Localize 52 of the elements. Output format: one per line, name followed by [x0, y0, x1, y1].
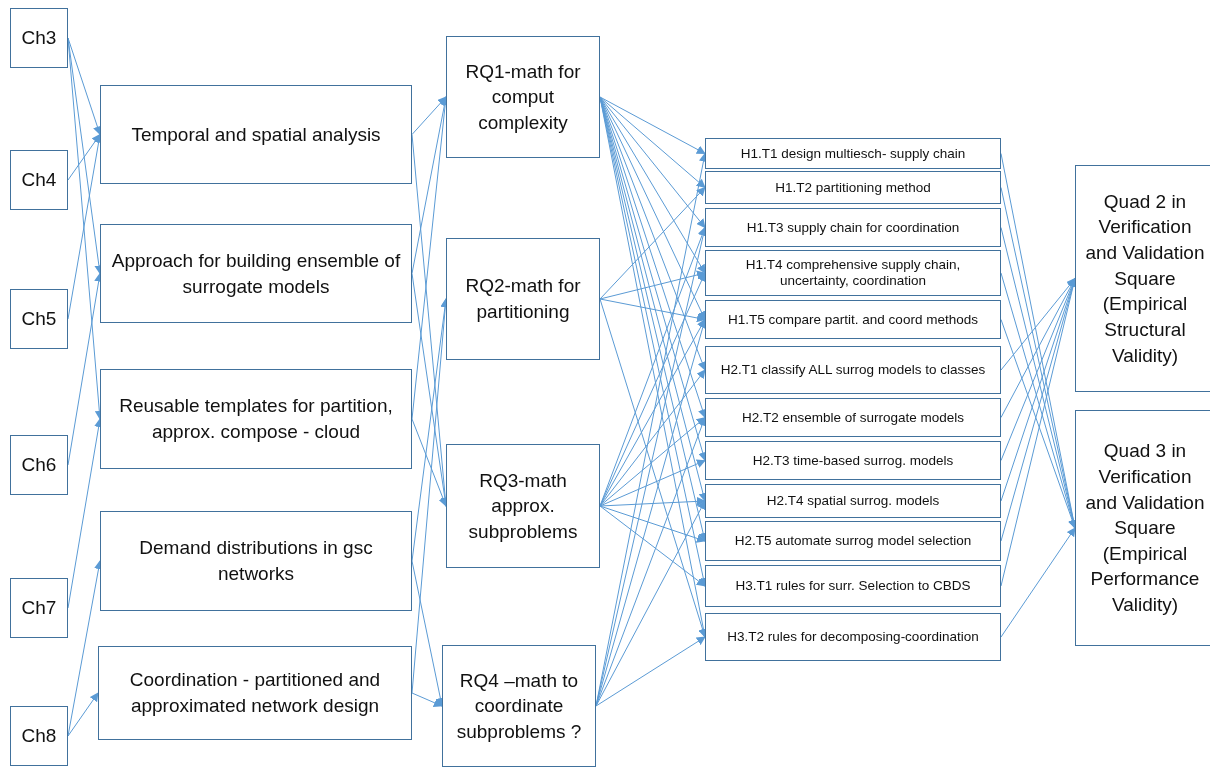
arrow [599, 96, 706, 189]
process-box: Reusable templates for partition, approx. compose - cloud [100, 369, 412, 469]
process-box: Quad 3 in Verification and Validation Square (Empirical Performance Validity) [1075, 410, 1210, 646]
arrow [1000, 527, 1076, 638]
arrow [599, 369, 706, 507]
arrow [411, 692, 443, 707]
task-box: H3.T1 rules for surr. Selection to CBDS [705, 565, 1001, 607]
arrow [599, 270, 706, 300]
process-box: Quad 2 in Verification and Validation Square (Empirical Structural Validity) [1075, 165, 1210, 392]
arrow [1000, 277, 1076, 371]
task-box: H2.T5 automate surrog model selection [705, 521, 1001, 561]
arrow [1000, 319, 1077, 529]
task-box: H2.T3 time-based surrog. models [705, 441, 1001, 480]
process-box: Ch7 [10, 578, 68, 638]
arrow [595, 500, 706, 707]
process-box: RQ1-math for comput complexity [446, 36, 600, 158]
process-box: Approach for building ensemble of surrogate models [100, 224, 412, 323]
task-box: H3.T2 rules for decomposing-coordination [705, 613, 1001, 661]
task-box: H2.T2 ensemble of surrogate models [705, 398, 1001, 437]
arrow [599, 298, 706, 323]
task-box: H2.T1 classify ALL surrog models to classes [705, 346, 1001, 394]
process-box: Ch8 [10, 706, 68, 766]
process-box: Coordination - partitioned and approximated network design [98, 646, 412, 740]
arrow [599, 298, 707, 638]
arrow [599, 459, 706, 507]
arrow [599, 505, 706, 587]
process-box: RQ2-math for partitioning [446, 238, 600, 360]
task-box: H1.T1 design multiesch- supply chain [705, 138, 1001, 169]
arrow [599, 416, 706, 507]
process-box: Ch6 [10, 435, 68, 495]
task-box: H1.T5 compare partit. and coord methods [705, 300, 1001, 339]
arrow [599, 186, 706, 300]
arrow [599, 96, 706, 154]
arrow [599, 496, 706, 507]
task-box: H1.T4 comprehensive supply chain, uncertainty, coordination [705, 250, 1001, 296]
process-box: Ch3 [10, 8, 68, 68]
process-box: Demand distributions in gsc networks [100, 511, 412, 611]
arrow [67, 692, 99, 737]
process-box: RQ4 –math to coordinate subproblems ? [442, 645, 596, 767]
arrow [411, 418, 448, 507]
arrow [599, 505, 706, 543]
arrow [411, 96, 447, 135]
process-box: Ch4 [10, 150, 68, 210]
process-box: Temporal and spatial analysis [100, 85, 412, 184]
arrow [599, 96, 706, 229]
task-box: H2.T4 spatial surrog. models [705, 484, 1001, 518]
process-box: Ch5 [10, 289, 68, 349]
arrow [67, 133, 101, 181]
arrow [595, 636, 706, 707]
task-box: H1.T2 partitioning method [705, 171, 1001, 204]
task-box: H1.T3 supply chain for coordination [705, 208, 1001, 247]
process-box: RQ3-math approx. subproblems [446, 444, 600, 568]
